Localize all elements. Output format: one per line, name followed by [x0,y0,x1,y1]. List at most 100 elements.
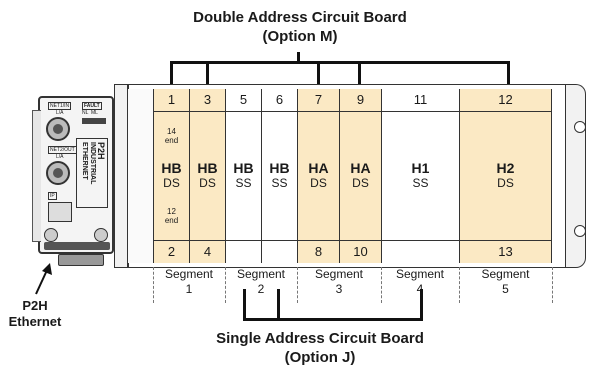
option-m-drop-7 [317,61,320,89]
slot-type: SS [412,176,429,190]
segment-name: Segment [481,267,530,281]
slot-type: DS [497,176,514,190]
slot-code-text: HB [233,160,254,176]
double-address-title-line1: Double Address Circuit Board [193,9,407,26]
option-m-drop-9 [358,61,361,89]
port2-label: NET2/OUT [48,146,77,154]
double-address-title: Double Address Circuit Board (Option M) [150,8,450,46]
slot-number-top: 3 [190,89,225,112]
option-m-bracket-stem [297,52,300,62]
segment-1-label: Segment 1 [153,267,225,297]
slot-number-bottom: 13 [460,240,551,263]
single-address-title: Single Address Circuit Board (Option J) [185,329,455,367]
slot-number-top: 12 [460,89,551,112]
segment-name: Segment [395,267,445,281]
net1-connector-icon [46,117,70,141]
slot-number-top: 1 [154,89,189,112]
slot-code-text: HA [308,160,329,176]
segment-name: Segment [164,267,214,281]
slot-code-text: H2 [496,160,515,176]
option-m-drop-12 [507,61,510,89]
segment-name: Segment [314,267,364,281]
segment-3-label: Segment 3 [297,267,381,297]
module-connector-rail [44,242,110,250]
bottom-connector-icon [58,254,104,266]
slot-code-text: HB [197,160,218,176]
segment-2-label: Segment 2 [225,267,297,297]
slot-code-text: H1 [411,160,430,176]
slot-code-text: HB [269,160,290,176]
segment-5-label: Segment 5 [459,267,552,297]
single-address-title-line2: (Option J) [284,349,356,366]
slot-number-top: 9 [340,89,381,112]
slot-number-bottom [262,240,297,263]
caption-line2: Ethernet [8,314,62,329]
fault-led-icon [82,118,106,124]
slot-number-bottom: 10 [340,240,381,263]
p2h-arrow-icon [35,263,52,295]
slot-number-bottom: 4 [190,240,225,263]
slot-number-bottom [382,240,459,263]
ip-switch-icon [48,202,72,222]
end-label-top: 14 end [164,127,179,145]
segment-number: 5 [502,282,509,296]
single-address-title-line1: Single Address Circuit Board [216,330,424,347]
segment-number: 2 [257,282,265,296]
module-label-text: P2H INDUSTRIAL ETHERNET [80,142,106,206]
segment-number: 3 [335,282,343,296]
endcap-screw-bottom-icon [574,225,586,237]
ip-label: IP [48,192,57,200]
end-label-bottom: 12 end [164,207,179,225]
module-label-box: P2H INDUSTRIAL ETHERNET [76,138,108,208]
module-back-rail [32,110,41,242]
slot-type: DS [163,176,180,190]
screw-right-icon [94,228,108,242]
option-j-drop-6 [277,289,280,321]
rail-left-blank [128,89,153,263]
slot-number-top: 5 [226,89,261,112]
slot-type: SS [271,176,288,190]
slot-number-top: 6 [262,89,297,112]
module-label-line1: P2H [96,142,106,160]
option-m-drop-3 [206,61,209,89]
slot-number-bottom: 2 [154,240,189,263]
slot-type: DS [352,176,369,190]
net1-connector-core-icon [53,124,63,134]
module-label-line3: ETHERNET [81,142,88,180]
segment-divider [297,267,298,303]
slot-type: SS [235,176,252,190]
option-j-bracket-bar [243,318,423,321]
option-m-bracket-bar [170,61,510,64]
slot-number-bottom [226,240,261,263]
option-j-drop-5 [243,289,246,321]
segment-divider [225,267,226,303]
slot-number-bottom: 8 [298,240,339,263]
option-m-drop-1 [170,61,173,89]
slot-number-top: 7 [298,89,339,112]
slot-type: DS [310,176,327,190]
p2h-module: NET1/IN L/A NET2/OUT L/A FAULT NL ML P2H… [32,96,114,254]
rail-left-endcap [114,84,128,268]
module-label-line2: INDUSTRIAL [89,142,96,185]
slot-type: DS [199,176,216,190]
segment-divider [153,267,154,303]
net2-connector-icon [46,161,70,185]
segment-divider [381,267,382,303]
endcap-screw-top-icon [574,121,586,133]
segment-divider [459,267,460,303]
net2-connector-core-icon [53,168,63,178]
segment-divider [552,267,553,303]
